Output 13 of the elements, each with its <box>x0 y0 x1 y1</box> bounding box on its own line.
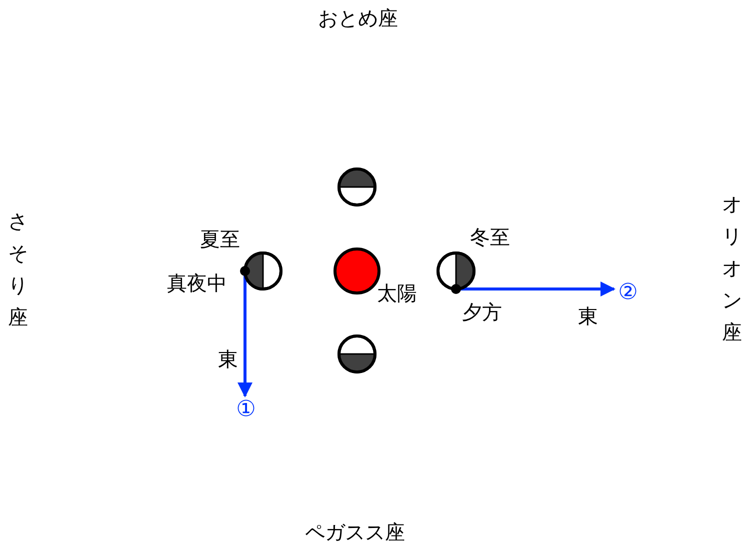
time-label: 真夜中 <box>167 273 227 293</box>
sun-label: 太陽 <box>377 283 417 303</box>
edge-label: 東 <box>578 306 598 326</box>
circled-number: ② <box>614 279 642 307</box>
circled-number: ① <box>232 396 260 424</box>
constellation-label: おとめ座 <box>318 8 398 28</box>
constellation-label: ペガスス座 <box>305 522 405 542</box>
time-label: 夕方 <box>462 302 502 322</box>
season-label: 夏至 <box>200 229 240 249</box>
season-label: 冬至 <box>470 227 510 247</box>
constellation-label: オリオン座 <box>722 191 742 346</box>
edge-label: 東 <box>218 349 238 369</box>
constellation-label: さそり座 <box>8 208 28 331</box>
